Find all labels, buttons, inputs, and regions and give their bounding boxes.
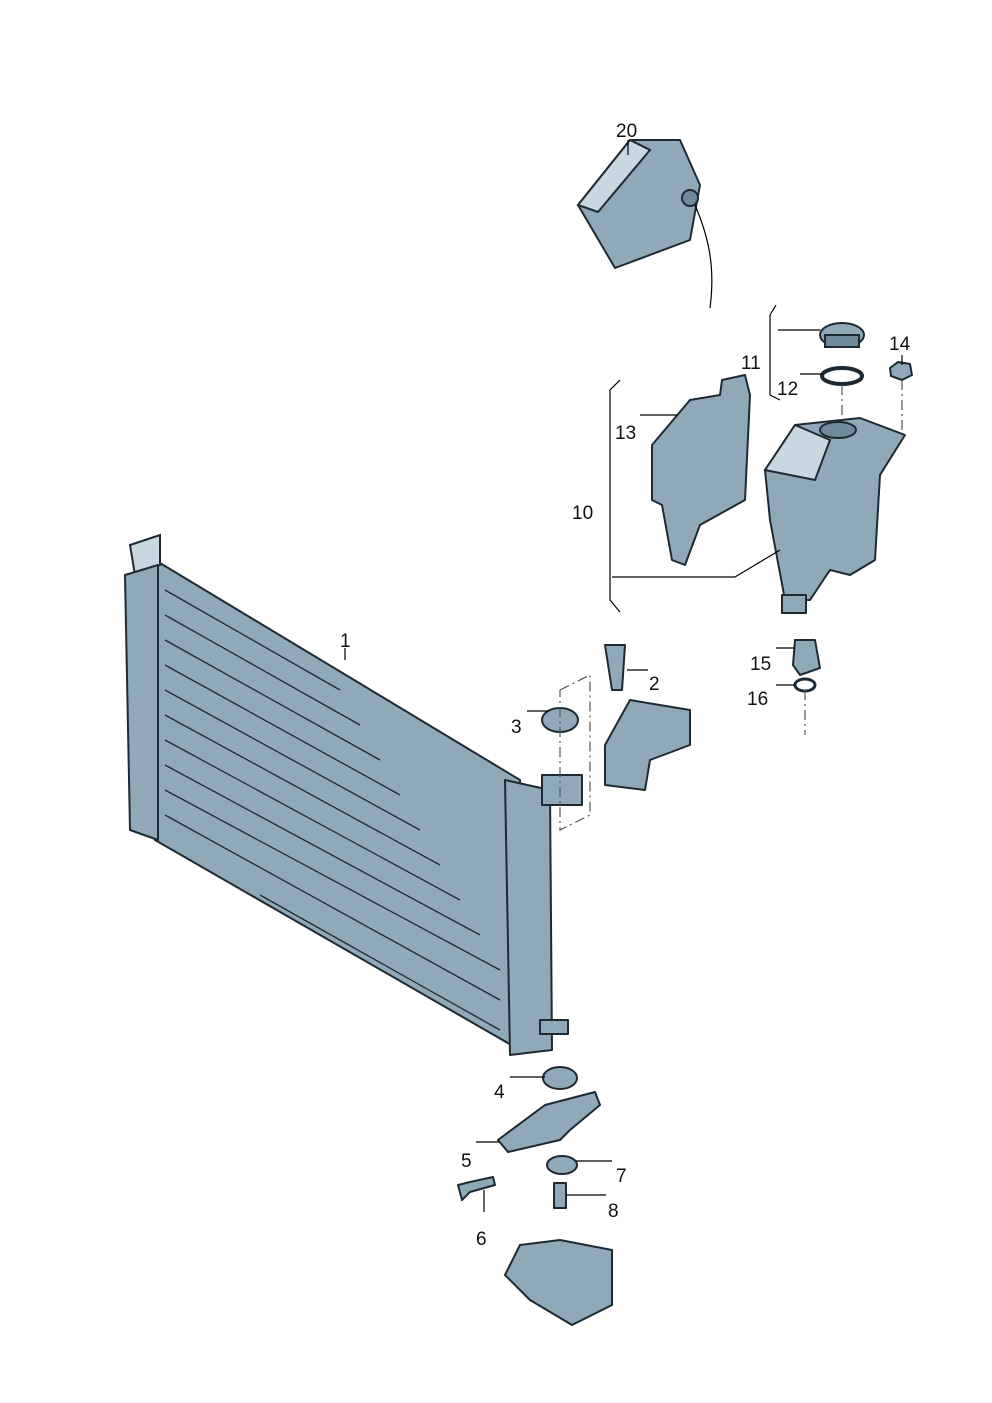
bracket-part-5[interactable]	[497, 1091, 601, 1153]
callout-14[interactable]: 14	[889, 334, 911, 355]
bush-part-7[interactable]	[546, 1155, 578, 1175]
callout-12[interactable]: 12	[777, 379, 798, 400]
mount-part-4[interactable]	[542, 1066, 578, 1090]
callout-11[interactable]: 11	[741, 353, 761, 374]
screw-part-8[interactable]	[553, 1182, 567, 1209]
heat-shield-part-13[interactable]	[651, 374, 751, 566]
callout-4[interactable]: 4	[494, 1082, 505, 1103]
callout-1[interactable]: 1	[340, 631, 351, 652]
leader-lines	[344, 140, 903, 1212]
callout-10[interactable]: 10	[572, 503, 593, 524]
callout-13[interactable]: 13	[615, 423, 636, 444]
plug-part-15[interactable]	[792, 639, 821, 676]
cap-part-11[interactable]	[819, 322, 865, 348]
bracket-upper	[604, 699, 691, 791]
o-ring-part-12[interactable]	[820, 366, 864, 386]
callout-6[interactable]: 6	[476, 1229, 487, 1250]
callout-3[interactable]: 3	[511, 717, 522, 738]
pin-part-2[interactable]	[604, 644, 626, 691]
seal-part-16[interactable]	[793, 677, 817, 693]
callout-16[interactable]: 16	[747, 689, 768, 710]
nut-part-14[interactable]	[889, 361, 913, 381]
callout-5[interactable]: 5	[461, 1151, 472, 1172]
callout-15[interactable]: 15	[750, 654, 771, 675]
callout-7[interactable]: 7	[616, 1166, 627, 1187]
bolt-part-6[interactable]	[457, 1176, 496, 1201]
expansion-tank-part-10[interactable]	[763, 417, 906, 614]
callout-20[interactable]: 20	[616, 121, 637, 142]
radiator-part-1[interactable]	[124, 533, 583, 1056]
callout-8[interactable]: 8	[608, 1201, 619, 1222]
coolant-canister-part-20[interactable]	[576, 138, 713, 309]
callout-2[interactable]: 2	[649, 674, 660, 695]
air-duct	[504, 1239, 613, 1326]
radiator-fins	[164, 589, 501, 1031]
